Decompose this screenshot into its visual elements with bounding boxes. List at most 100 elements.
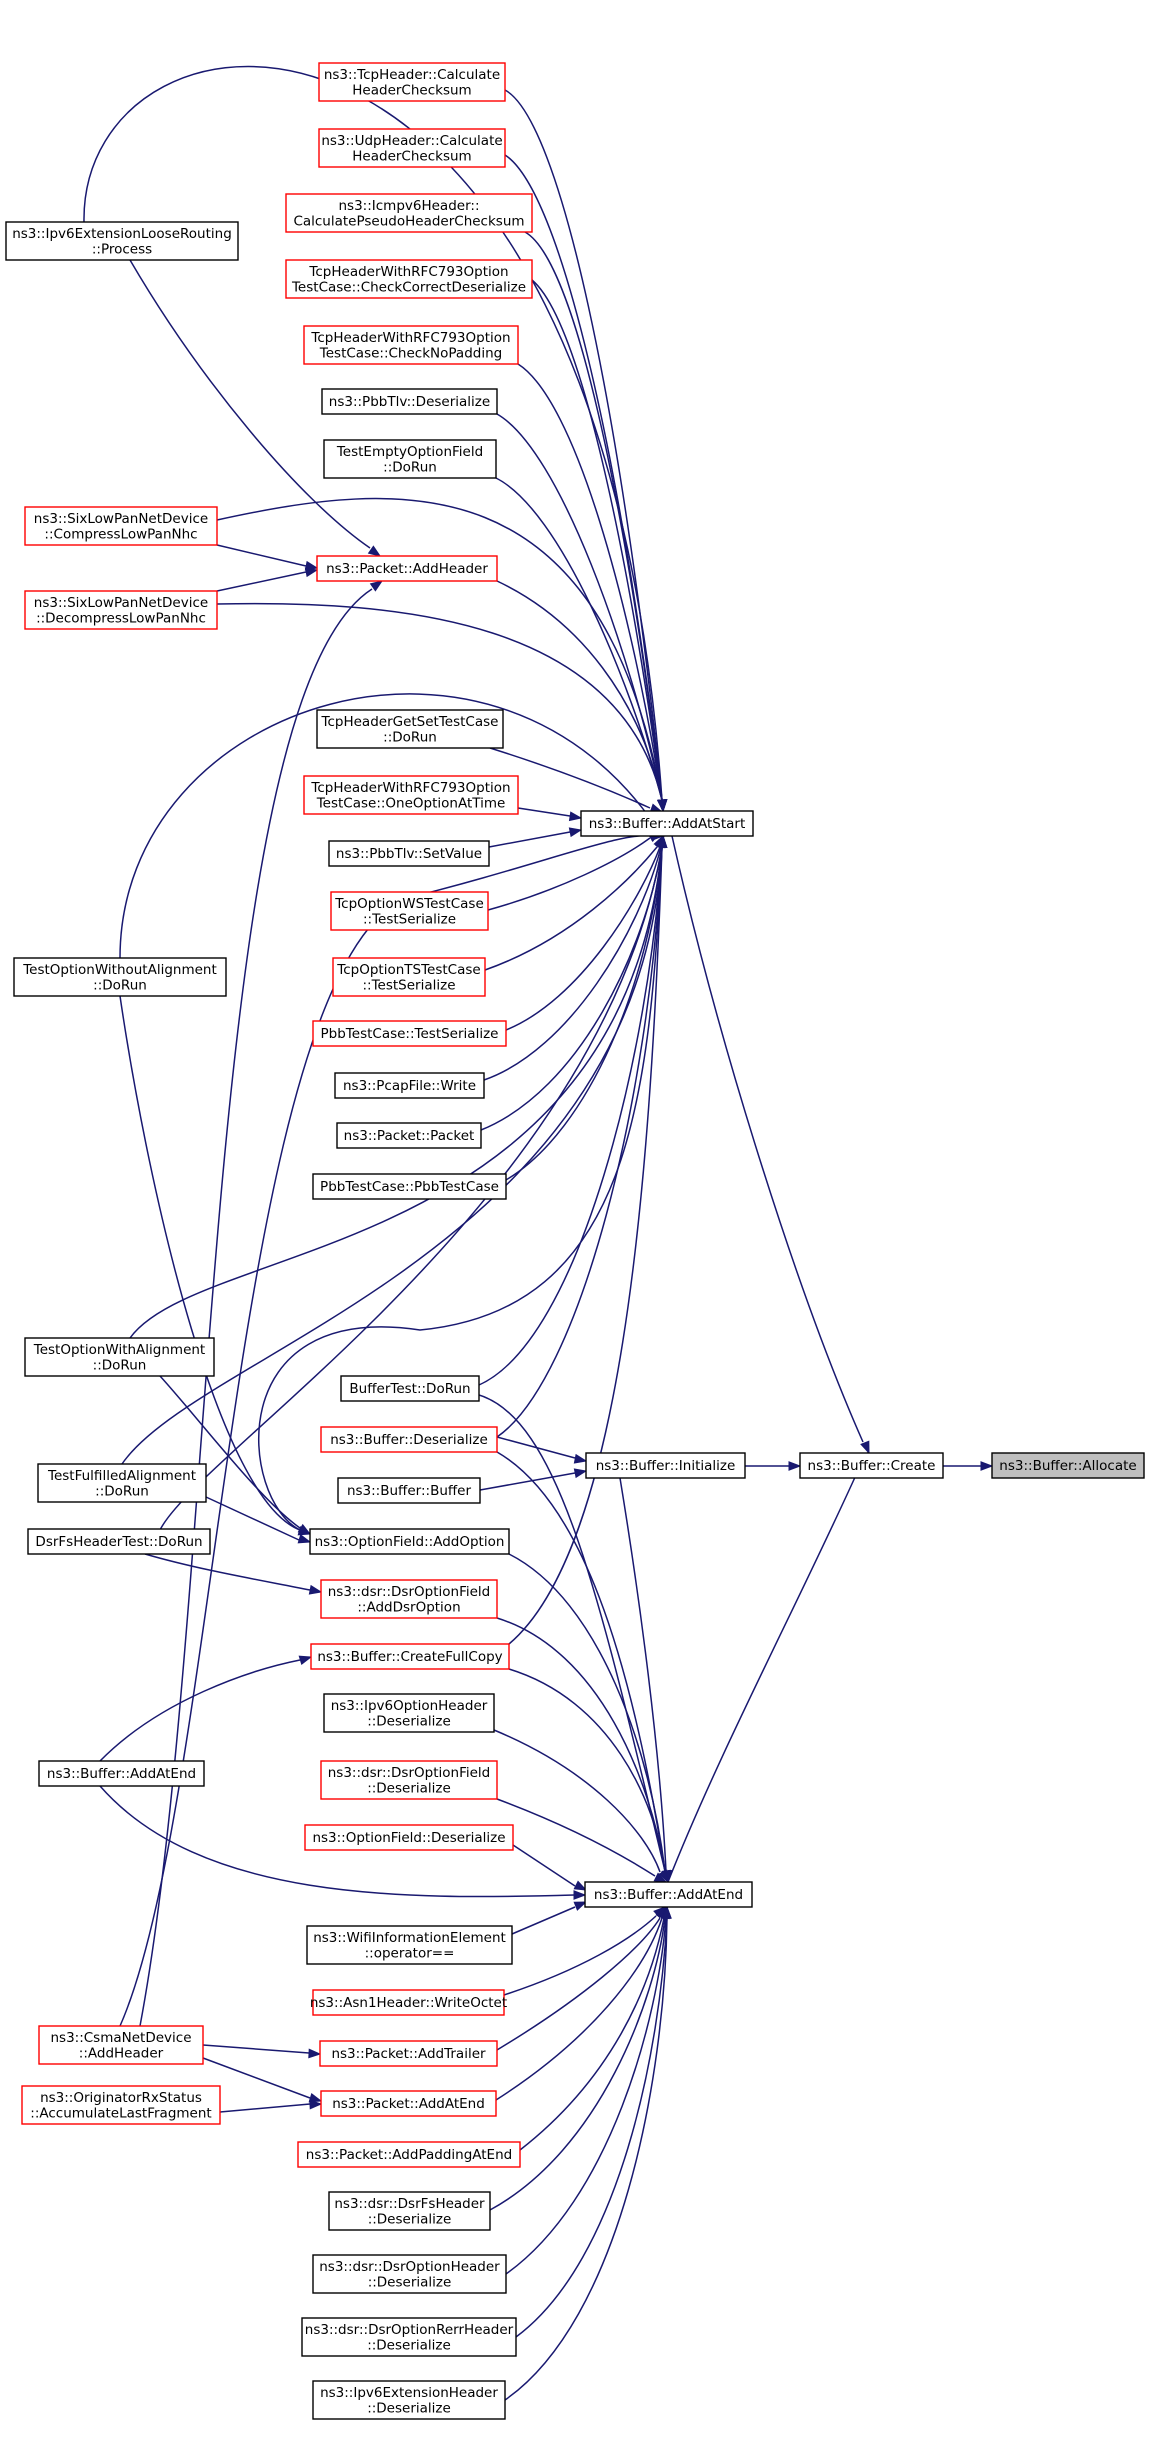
node-pbbtest_ts[interactable]: PbbTestCase::TestSerialize [312,1020,507,1047]
node-tcpgetset[interactable]: TcpHeaderGetSetTestCase::DoRun [316,709,504,749]
node-initialize[interactable]: ns3::Buffer::Initialize [585,1452,746,1479]
edge-asn1_wo-to-addatend [503,1906,667,1996]
node-label: TestFulfilledAlignment [47,1468,196,1484]
node-box [24,506,218,546]
edge-icmpv6_cs-to-addatstart [524,231,668,813]
node-testempty[interactable]: TestEmptyOptionField::DoRun [323,439,497,479]
arrowhead [573,1468,588,1479]
node-label: ns3::CsmaNetDevice [50,2030,191,2046]
node-label: ns3::dsr::DsrOptionHeader [319,2259,500,2275]
node-label: ns3::OptionField::AddOption [315,1534,505,1550]
node-box [799,1452,944,1479]
node-testoptwo[interactable]: TestOptionWithoutAlignment::DoRun [13,957,227,997]
node-testoptw[interactable]: TestOptionWithAlignment::DoRun [24,1337,215,1377]
node-box [320,1579,498,1619]
node-box [38,2025,204,2065]
node-label: ::operator== [365,1945,455,1961]
node-box [585,1452,746,1479]
edge-buf_cfc-to-addatstart [508,834,668,1645]
node-dsroptfield_add[interactable]: ns3::dsr::DsrOptionField::AddDsrOption [320,1579,498,1619]
node-label: ns3::Buffer::Create [808,1458,936,1474]
node-tcpts[interactable]: TcpOptionTSTestCase::TestSerialize [332,957,486,997]
node-dsrfstest[interactable]: DsrFsHeaderTest::DoRun [27,1528,211,1555]
node-tcp793_ccd[interactable]: TcpHeaderWithRFC793OptionTestCase::Check… [285,259,533,299]
node-label: TestCase::CheckCorrectDeserialize [291,279,526,295]
node-label: ns3::Buffer::Buffer [347,1483,472,1499]
edge-tcp793_oot-to-addatstart [517,807,583,822]
node-ipv6ext_des[interactable]: ns3::Ipv6ExtensionHeader::Deserialize [312,2380,506,2420]
node-testfulfilled[interactable]: TestFulfilledAlignment::DoRun [37,1463,207,1503]
node-pbbtlv_des[interactable]: ns3::PbbTlv::Deserialize [321,388,498,415]
node-tcp793_cnp[interactable]: TcpHeaderWithRFC793OptionTestCase::Check… [303,325,519,365]
node-addatstart[interactable]: ns3::Buffer::AddAtStart [580,810,754,837]
node-buf_des[interactable]: ns3::Buffer::Deserialize [320,1426,498,1453]
node-sixlow_decomp[interactable]: ns3::SixLowPanNetDevice::DecompressLowPa… [24,590,218,630]
node-label: ns3::dsr::DsrOptionRerrHeader [305,2322,514,2338]
node-tcpws[interactable]: TcpOptionWSTestCase::TestSerialize [330,891,489,931]
node-pkt_addpad[interactable]: ns3::Packet::AddPaddingAtEnd [297,2141,521,2168]
node-tcp793_oot[interactable]: TcpHeaderWithRFC793OptionTestCase::OneOp… [303,775,519,815]
node-optfield_des[interactable]: ns3::OptionField::Deserialize [304,1824,514,1851]
node-alloc[interactable]: ns3::Buffer::Allocate [991,1452,1145,1479]
node-buftest[interactable]: BufferTest::DoRun [340,1375,480,1402]
node-label: ns3::Buffer::Allocate [999,1458,1136,1474]
arrowhead [788,1461,802,1471]
arrowhead [568,827,583,838]
node-orig_alf[interactable]: ns3::OriginatorRxStatus::AccumulateLastF… [21,2085,221,2125]
node-dsrfshdr_des[interactable]: ns3::dsr::DsrFsHeader::Deserialize [328,2191,491,2231]
node-buf_addatend_caller[interactable]: ns3::Buffer::AddAtEnd [38,1760,205,1787]
node-label: ns3::Buffer::Initialize [596,1458,736,1474]
node-buf_buf[interactable]: ns3::Buffer::Buffer [337,1477,481,1504]
node-ipv6ext_lr[interactable]: ns3::Ipv6ExtensionLooseRouting::Process [5,221,239,261]
arrowhead [661,1905,672,1919]
node-pbbtest_ctor[interactable]: PbbTestCase::PbbTestCase [312,1173,507,1200]
node-icmpv6_cs[interactable]: ns3::Icmpv6Header::CalculatePseudoHeader… [285,193,533,233]
arrowhead [573,1453,588,1464]
node-box [312,1989,505,2016]
node-box [336,1122,482,1149]
node-addatend[interactable]: ns3::Buffer::AddAtEnd [584,1881,753,1908]
node-box [323,439,497,479]
arrowhead [573,1901,588,1911]
node-dsropthdr_des[interactable]: ns3::dsr::DsrOptionHeader::Deserialize [312,2254,507,2294]
node-box [323,1693,495,1733]
edge-dsrfstest-to-dsroptfield_add [144,1553,323,1595]
arrowhead [308,2048,322,2059]
node-pkt_addatend[interactable]: ns3::Packet::AddAtEnd [320,2090,497,2117]
node-create[interactable]: ns3::Buffer::Create [799,1452,944,1479]
node-pcap_write[interactable]: ns3::PcapFile::Write [334,1072,485,1099]
edge-sixlow_comp-to-pkt_addhdr [216,544,319,571]
node-dsroptfield_des[interactable]: ns3::dsr::DsrOptionField::Deserialize [320,1760,498,1800]
node-ipv6opthdr_des[interactable]: ns3::Ipv6OptionHeader::Deserialize [323,1693,495,1733]
node-box [309,1528,510,1555]
node-csma_addhdr[interactable]: ns3::CsmaNetDevice::AddHeader [38,2025,204,2065]
arrowhead [298,1655,313,1666]
node-pkt_pkt[interactable]: ns3::Packet::Packet [336,1122,482,1149]
node-box [991,1452,1145,1479]
node-wifiie_eq[interactable]: ns3::WifiInformationElement::operator== [306,1925,513,1965]
node-pkt_addhdr[interactable]: ns3::Packet::AddHeader [316,555,498,582]
arrowhead [297,1523,312,1535]
node-box [334,1072,485,1099]
node-box [320,2090,497,2117]
node-label: ns3::Icmpv6Header:: [339,198,480,214]
node-box [332,957,486,997]
edge-csma_addhdr-to-pkt_addatend [202,2057,323,2103]
node-label: ::AddHeader [79,2045,164,2061]
node-box [306,1925,513,1965]
node-pbbtlv_sv[interactable]: ns3::PbbTlv::SetValue [328,840,490,867]
node-label: ns3::Packet::AddHeader [326,561,488,577]
node-buf_cfc[interactable]: ns3::Buffer::CreateFullCopy [310,1643,510,1670]
node-asn1_wo[interactable]: ns3::Asn1Header::WriteOctet [310,1989,507,2016]
edge-addatend-to-create [667,1451,868,1883]
node-label: TestCase::OneOptionAtTime [316,795,506,811]
node-dsroptrerr_des[interactable]: ns3::dsr::DsrOptionRerrHeader::Deseriali… [301,2317,517,2357]
node-optfield_add[interactable]: ns3::OptionField::AddOption [309,1528,510,1555]
edge-buf_buf-to-initialize [479,1468,588,1491]
node-sixlow_comp[interactable]: ns3::SixLowPanNetDevice::CompressLowPanN… [24,506,218,546]
node-box [312,1020,507,1047]
node-label: ns3::dsr::DsrOptionField [328,1765,490,1781]
node-pkt_addtrailer[interactable]: ns3::Packet::AddTrailer [319,2040,498,2067]
